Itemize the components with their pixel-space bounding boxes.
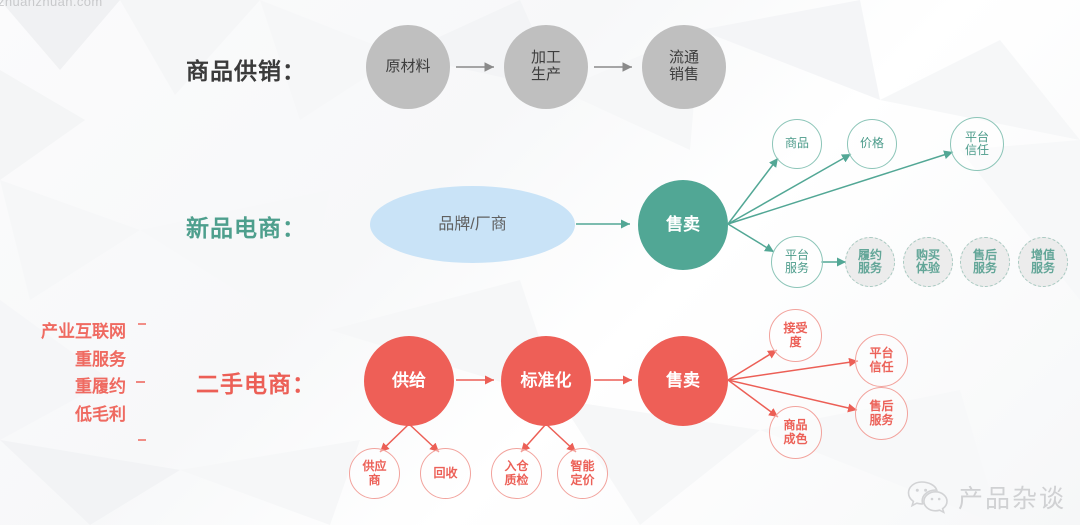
brand-watermark: 产品杂谈: [907, 479, 1066, 515]
annotation-line-3: 重履约: [75, 377, 126, 397]
node-warehouse-qc[interactable]: 入仓 质检: [491, 448, 542, 499]
node-after-sales-red[interactable]: 售后 服务: [855, 387, 908, 440]
annotation-line-4: 低毛利: [75, 404, 126, 424]
annotation-block: 产业互联网 重服务 重履约 低毛利: [8, 318, 126, 428]
node-supplier[interactable]: 供应 商: [349, 448, 400, 499]
node-sell-green[interactable]: 售卖: [638, 180, 728, 270]
row-label-new-goods: 新品电商：: [186, 215, 306, 241]
node-platform-service[interactable]: 平台 服务: [771, 236, 823, 288]
node-smart-pricing[interactable]: 智能 定价: [557, 448, 608, 499]
node-fulfillment-service[interactable]: 履约 服务: [845, 237, 895, 287]
watermark-url: zhuanzhuan.com: [0, 0, 103, 9]
annotation-line-1: 产业互联网: [41, 322, 126, 341]
wechat-icon: [907, 481, 948, 514]
node-price[interactable]: 价格: [847, 119, 897, 169]
node-distribution[interactable]: 流通 销售: [642, 25, 726, 109]
node-purchase-experience[interactable]: 购买 体验: [903, 237, 953, 287]
node-brand-manufacturer[interactable]: 品牌/厂商: [370, 186, 575, 263]
node-goods[interactable]: 商品: [772, 119, 822, 169]
annotation-brace: [136, 323, 146, 441]
node-acceptance[interactable]: 接受 度: [769, 309, 822, 362]
row-label-second-hand: 二手电商：: [196, 371, 316, 397]
annotation-line-2: 重服务: [75, 349, 126, 369]
node-platform-trust-red[interactable]: 平台 信任: [855, 334, 908, 387]
node-platform-trust-green[interactable]: 平台 信任: [950, 117, 1004, 171]
node-sell-red[interactable]: 售卖: [638, 336, 728, 426]
node-product-condition[interactable]: 商品 成色: [769, 406, 822, 459]
row-label-supply-chain: 商品供销：: [186, 58, 306, 84]
node-manufacturing[interactable]: 加工 生产: [504, 25, 588, 109]
node-standardization[interactable]: 标准化: [501, 336, 591, 426]
node-recycling[interactable]: 回收: [420, 448, 471, 499]
node-after-sales-green[interactable]: 售后 服务: [960, 237, 1010, 287]
node-value-added-service[interactable]: 增值 服务: [1018, 237, 1068, 287]
brand-name: 产品杂谈: [957, 485, 1066, 513]
node-supply[interactable]: 供给: [364, 336, 454, 426]
node-raw-material[interactable]: 原材料: [366, 25, 450, 109]
